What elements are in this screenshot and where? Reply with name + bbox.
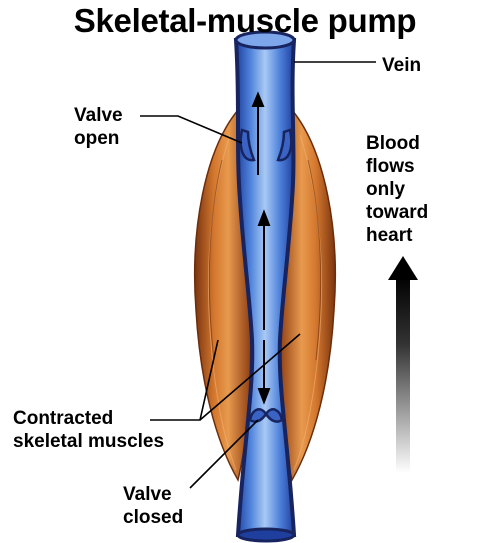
arrowhead-down-lower	[257, 388, 271, 405]
blood-flow-label-line-2: flows	[366, 156, 415, 177]
valve-open-label-line-2: open	[74, 128, 120, 149]
diagram-title: Skeletal-muscle pump	[73, 2, 417, 39]
valve-closed-label: Valve closed	[123, 483, 183, 529]
lower-valve-closed	[248, 408, 284, 423]
valve-closed-label-line-2: closed	[123, 507, 184, 528]
contracted-muscles-label: Contracted skeletal muscles	[13, 407, 164, 453]
upper-valve-open	[239, 128, 293, 162]
valve-closed-label-line-1: Valve	[123, 484, 172, 505]
blood-flow-label-line-1: Blood	[366, 133, 420, 154]
muscle-leader-line-right	[199, 333, 301, 421]
leader-lines	[140, 61, 376, 489]
valve-open-leader-line	[140, 115, 243, 144]
valve-open-label-line-1: Valve	[74, 105, 123, 126]
blood-flow-label-line-4: toward	[366, 202, 429, 223]
arrowhead-up-middle	[257, 209, 271, 226]
valve-closed-leader-line	[189, 419, 259, 489]
blood-flow-label: Blood flows only toward heart	[366, 132, 428, 247]
contracted-muscles-label-line-1: Contracted	[13, 408, 114, 429]
valve-open-label: Valve open	[74, 104, 123, 150]
blood-flow-direction-arrow	[388, 256, 418, 473]
internal-flow-arrows	[251, 91, 271, 405]
arrowhead-up-top	[251, 91, 265, 107]
contracted-muscles-label-line-2: skeletal muscles	[13, 431, 165, 452]
blood-flow-label-line-5: heart	[366, 225, 413, 246]
blood-flow-label-line-3: only	[366, 179, 406, 200]
vein-label: Vein	[382, 55, 422, 76]
